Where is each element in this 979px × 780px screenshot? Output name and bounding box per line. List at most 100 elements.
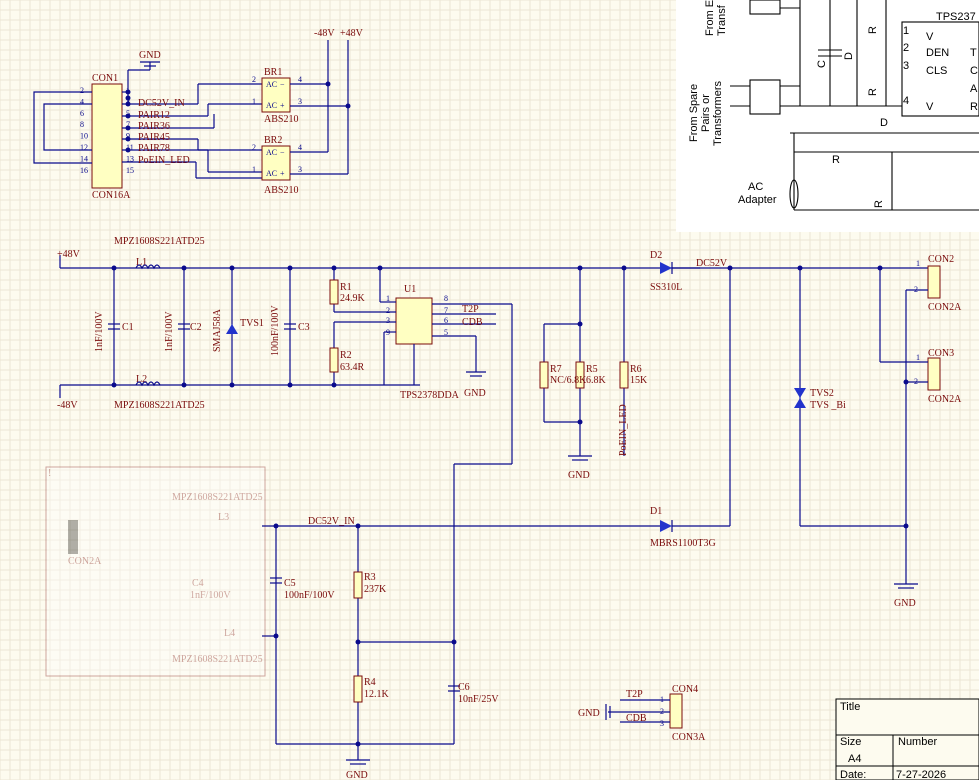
svg-text:CON3A: CON3A [672, 732, 706, 743]
svg-text:D: D [843, 52, 855, 60]
net-pair45: PAIR45 [138, 132, 170, 143]
svg-text:−: − [280, 148, 285, 157]
d1-diode[interactable]: D1 MBRS1100T3G [650, 506, 716, 549]
br1-bridge[interactable]: AC AC −+ BR1 ABS210 [261, 67, 298, 125]
svg-text:8: 8 [444, 294, 448, 303]
svg-text:CON2A: CON2A [928, 394, 962, 405]
svg-text:Transf: Transf [716, 4, 728, 36]
svg-text:GND: GND [578, 708, 600, 719]
svg-text:C3: C3 [298, 322, 310, 333]
u1-value: TPS2378DDA [400, 390, 460, 401]
svg-text:MPZ1608S221ATD25: MPZ1608S221ATD25 [172, 492, 263, 503]
svg-text:MBRS1100T3G: MBRS1100T3G [650, 538, 716, 549]
svg-text:3: 3 [298, 165, 302, 174]
net-dc52v: DC52V [696, 258, 728, 269]
svg-text:15K: 15K [630, 375, 648, 386]
svg-text:V: V [926, 101, 934, 113]
svg-text:R5: R5 [586, 364, 598, 375]
svg-text:AC: AC [748, 181, 763, 193]
svg-text:C: C [970, 65, 978, 77]
svg-text:D1: D1 [650, 506, 662, 517]
svg-text:A4: A4 [848, 753, 861, 765]
svg-text:9: 9 [386, 328, 390, 337]
svg-text:C: C [816, 60, 828, 68]
svg-text:Adapter: Adapter [738, 194, 777, 206]
svg-text:1: 1 [916, 353, 920, 362]
u1-tps2378[interactable]: U1 TPS2378DDA [395, 284, 460, 401]
br1-ref: BR1 [264, 67, 282, 78]
svg-text:237K: 237K [364, 584, 387, 595]
con1-pin-right: 15 [126, 166, 134, 175]
svg-text:AC: AC [266, 169, 277, 178]
svg-text:V: V [926, 31, 934, 43]
svg-text:100nF/100V: 100nF/100V [284, 590, 335, 601]
br2-bridge[interactable]: AC AC −+ BR2 ABS210 [261, 135, 298, 196]
svg-text:7-27-2026: 7-27-2026 [896, 769, 946, 780]
svg-text:1: 1 [916, 259, 920, 268]
svg-text:63.4R: 63.4R [340, 362, 365, 373]
svg-text:SS310L: SS310L [650, 282, 682, 293]
svg-text:MPZ1608S221ATD25: MPZ1608S221ATD25 [172, 654, 263, 665]
svg-text:CON2A: CON2A [68, 556, 102, 567]
con1-pin-left: 14 [80, 154, 88, 163]
con1-pin-left: 6 [80, 109, 84, 118]
svg-text:NC/6.8K: NC/6.8K [550, 375, 587, 386]
svg-text:100nF/100V: 100nF/100V [270, 305, 281, 356]
svg-text:1nF/100V: 1nF/100V [94, 311, 105, 352]
con1-pin-left: 16 [80, 166, 88, 175]
svg-text:D: D [880, 117, 888, 129]
con2-connector[interactable]: CON2 CON2A [927, 254, 962, 313]
d2-diode[interactable]: D2 SS310L [650, 250, 682, 293]
svg-text:GND: GND [346, 770, 368, 780]
svg-text:R6: R6 [630, 364, 642, 375]
svg-text:R: R [832, 154, 840, 166]
l2-ref: L2 [136, 374, 147, 385]
svg-text:!: ! [48, 468, 51, 479]
svg-text:SMAJ58A: SMAJ58A [212, 308, 223, 352]
svg-text:2: 2 [660, 707, 664, 716]
svg-text:3: 3 [386, 316, 390, 325]
svg-text:2: 2 [252, 75, 256, 84]
svg-text:C5: C5 [284, 578, 296, 589]
svg-text:R2: R2 [340, 350, 352, 361]
con4-connector[interactable]: CON4 CON3A [669, 684, 706, 743]
svg-text:T2P: T2P [462, 304, 479, 315]
svg-text:R4: R4 [364, 677, 376, 688]
svg-text:3: 3 [903, 60, 909, 72]
l1-ref: L1 [136, 257, 147, 268]
net-dc52v-in: DC52V_IN [138, 98, 185, 109]
svg-text:R7: R7 [550, 364, 562, 375]
svg-text:6.8K: 6.8K [586, 375, 607, 386]
br1-value: ABS210 [264, 114, 298, 125]
svg-text:1nF/100V: 1nF/100V [164, 311, 175, 352]
svg-text:CON2A: CON2A [928, 302, 962, 313]
svg-text:7: 7 [444, 306, 448, 315]
svg-text:T2P: T2P [626, 689, 643, 700]
svg-text:1nF/100V: 1nF/100V [190, 590, 231, 601]
svg-text:CON2: CON2 [928, 254, 954, 265]
net-plus48-filter: +48V [57, 249, 81, 260]
svg-text:1: 1 [660, 695, 664, 704]
svg-text:CON4: CON4 [672, 684, 698, 695]
con1-connector[interactable]: CON1 CON16A [91, 73, 131, 201]
ghost-block: ! CON2A L3 MPZ1608S221ATD25 C4 1nF/100V … [45, 466, 266, 677]
con1-pin-right: 11 [126, 143, 134, 152]
con1-ref: CON1 [92, 73, 118, 84]
svg-text:R: R [873, 200, 885, 208]
reference-app-diagram: From E Transf From Spare Pairs or Transf… [676, 0, 979, 232]
svg-text:GND: GND [894, 598, 916, 609]
con3-connector[interactable]: CON3 CON2A [927, 348, 962, 405]
svg-text:AC: AC [266, 101, 277, 110]
con1-value: CON16A [92, 190, 131, 201]
con1-pin-left: 8 [80, 120, 84, 129]
svg-text:From E: From E [704, 0, 716, 36]
svg-text:CLS: CLS [926, 65, 947, 77]
svg-text:R1: R1 [340, 282, 352, 293]
svg-text:5: 5 [444, 328, 448, 337]
svg-text:2: 2 [903, 42, 909, 54]
svg-text:2: 2 [252, 143, 256, 152]
svg-text:CDB: CDB [462, 317, 483, 328]
